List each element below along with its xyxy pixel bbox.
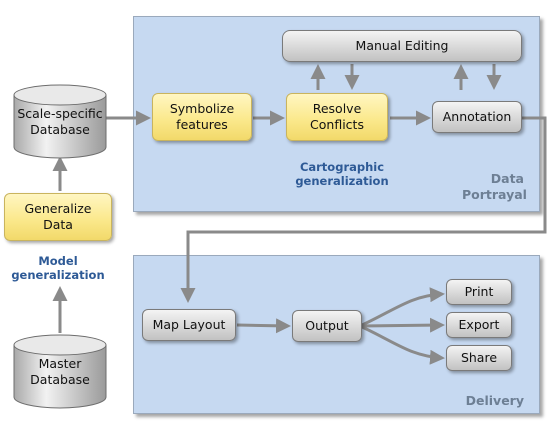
annotation-box: Annotation (432, 101, 522, 133)
share-box: Share (446, 345, 512, 371)
output-box: Output (292, 310, 362, 342)
print-box: Print (446, 279, 512, 305)
scale-specific-database-icon (13, 84, 107, 159)
generalize-data-box: Generalize Data (4, 193, 112, 241)
arrow-output-to-print (359, 287, 445, 328)
delivery-title: Delivery (465, 393, 524, 408)
map-layout-box: Map Layout (142, 309, 236, 341)
cartographic-generalization-caption: Cartographic generalization (295, 160, 389, 188)
master-database-icon (13, 334, 107, 409)
resolve-conflicts-box: Resolve Conflicts (286, 93, 388, 141)
export-box: Export (446, 312, 512, 338)
arrow-output-to-share (359, 324, 445, 365)
master-database-label: Master Database (30, 356, 90, 387)
model-generalization-caption: Model generalization (11, 254, 105, 282)
scale-specific-database-label: Scale-specific Database (17, 106, 103, 137)
symbolize-features-box: Symbolize features (152, 93, 252, 141)
arrow-output-to-export (359, 317, 445, 333)
arrow-annotation-to-maplayout (180, 116, 547, 303)
arrow-maplayout-to-output (236, 318, 291, 334)
manual-editing-box: Manual Editing (282, 30, 522, 62)
data-portrayal-title: Data Portrayal (462, 171, 527, 202)
